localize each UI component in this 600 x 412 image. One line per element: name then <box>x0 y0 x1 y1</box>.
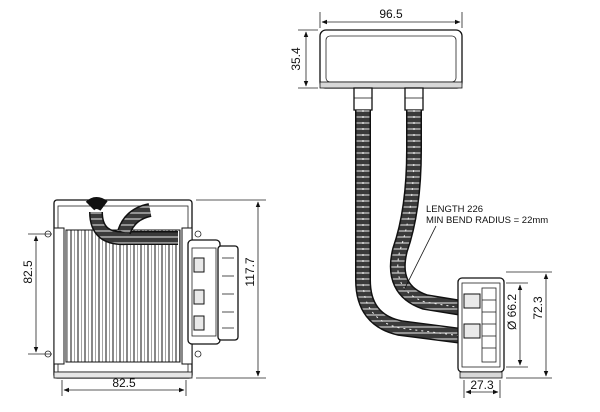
pump-width-label: 96.5 <box>379 7 403 21</box>
radiator-tubes <box>85 197 178 246</box>
radiator-width-label: 82.5 <box>112 376 136 390</box>
pump-reservoir <box>319 29 463 111</box>
callout-bend-radius: MIN BEND RADIUS = 22mm <box>426 215 548 226</box>
block-height-label: 72.3 <box>531 296 545 320</box>
radiator-height-dimension: 82.5 <box>21 233 52 355</box>
block-diameter-dimension: Ø 66.2 <box>505 282 528 368</box>
radiator-overall-height-label: 117.7 <box>243 257 257 286</box>
block-diameter-label: Ø 66.2 <box>505 294 519 330</box>
pump-height-label: 35.4 <box>289 47 303 71</box>
pump-width-dimension: 96.5 <box>319 7 463 28</box>
cpu-water-block <box>457 277 505 379</box>
radiator-overall-height-dimension: 117.7 <box>196 199 266 379</box>
coolant-tubes <box>355 110 464 344</box>
block-height-dimension: 72.3 <box>506 271 552 379</box>
tube-callout: LENGTH 226 MIN BEND RADIUS = 22mm <box>403 204 548 291</box>
callout-length: LENGTH 226 <box>426 204 483 215</box>
block-depth-label: 27.3 <box>470 378 494 392</box>
radiator-width-dimension: 82.5 <box>61 376 187 396</box>
block-depth-dimension: 27.3 <box>463 378 501 398</box>
pump-height-dimension: 35.4 <box>289 29 318 89</box>
radiator-height-label: 82.5 <box>21 260 35 284</box>
radiator-pump <box>187 239 239 345</box>
